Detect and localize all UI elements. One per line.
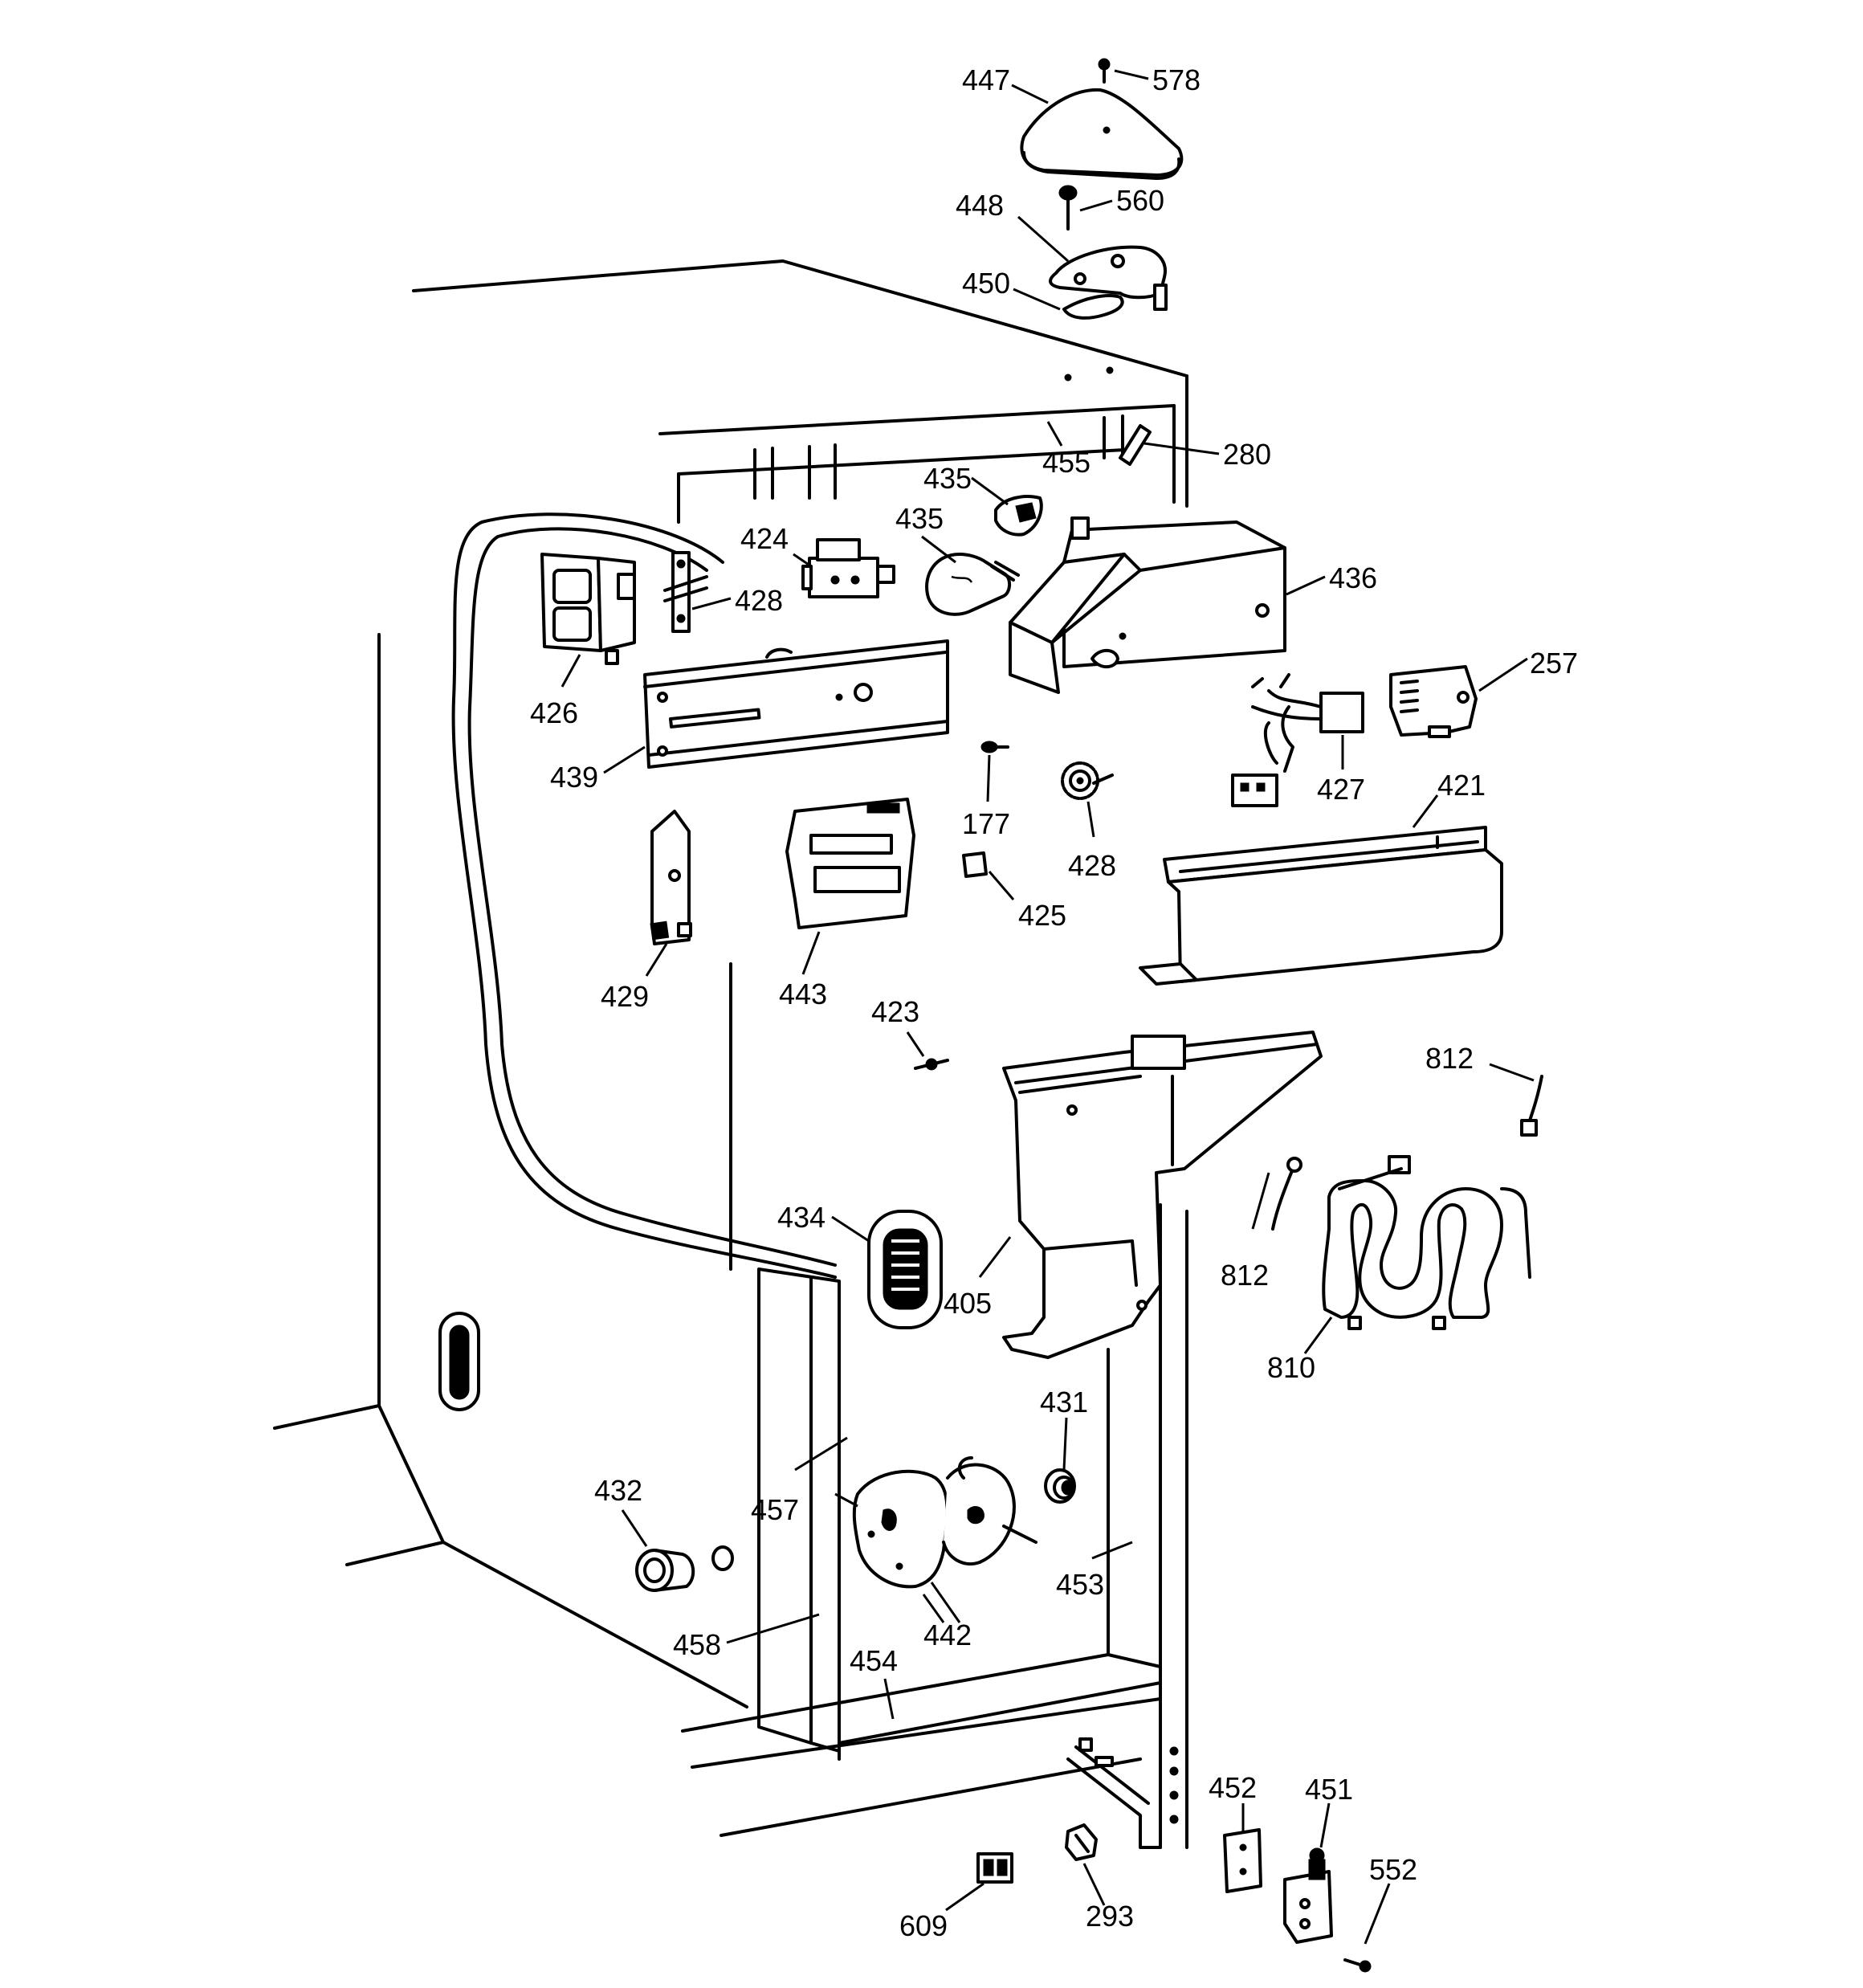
- label-810: 810: [1267, 1351, 1315, 1384]
- part-423: [914, 1058, 949, 1071]
- part-810-heater: [1322, 1155, 1531, 1330]
- label-578: 578: [1152, 63, 1201, 96]
- part-429-bracket: [650, 810, 692, 945]
- part-812-tube-a: [1520, 1075, 1543, 1137]
- cabinet-body: [273, 259, 1188, 1849]
- part-436-housing: [1009, 516, 1286, 694]
- part-443-bracket: [785, 798, 915, 929]
- part-425: [962, 851, 988, 878]
- label-443: 443: [779, 978, 827, 1010]
- part-609: [976, 1852, 1013, 1884]
- part-428-bracket: [663, 551, 708, 633]
- part-432-bushing: [635, 1545, 734, 1592]
- part-578-screw: [1098, 58, 1111, 84]
- part-405-air-duct: [1002, 1031, 1323, 1359]
- part-number-labels: 578 447 560 448 450 280 455 435 435 424 …: [530, 63, 1578, 1942]
- label-457: 457: [751, 1493, 799, 1526]
- label-280: 280: [1223, 438, 1271, 471]
- label-453: 453: [1056, 1568, 1104, 1601]
- part-421-trough: [1139, 826, 1503, 986]
- label-421: 421: [1437, 769, 1486, 802]
- label-423: 423: [871, 995, 919, 1028]
- label-812-side: 812: [1221, 1259, 1269, 1292]
- label-448: 448: [956, 189, 1004, 222]
- label-177: 177: [962, 807, 1010, 840]
- label-442: 442: [923, 1619, 972, 1651]
- label-439: 439: [550, 761, 598, 794]
- label-560: 560: [1116, 184, 1164, 217]
- label-455: 455: [1042, 446, 1090, 479]
- label-434: 434: [777, 1201, 826, 1234]
- label-432: 432: [594, 1474, 642, 1507]
- part-280: [1119, 424, 1152, 466]
- label-429: 429: [601, 980, 649, 1013]
- part-448-hinge: [1049, 245, 1168, 311]
- part-552-screw: [1343, 1958, 1372, 1973]
- part-812-tube-b: [1271, 1157, 1302, 1231]
- part-435-light-bulb: [925, 553, 1020, 616]
- label-427: 427: [1317, 773, 1365, 806]
- part-434-grille: [867, 1210, 943, 1329]
- part-293: [1065, 1823, 1098, 1861]
- part-427-wire-harness: [1231, 673, 1364, 807]
- label-405: 405: [944, 1287, 992, 1320]
- label-426: 426: [530, 696, 578, 729]
- part-450-shim: [1062, 294, 1124, 320]
- label-428-bracket: 428: [735, 584, 783, 617]
- label-428-gear: 428: [1068, 849, 1116, 882]
- label-812-top: 812: [1425, 1042, 1474, 1075]
- label-452: 452: [1209, 1771, 1257, 1804]
- label-450: 450: [962, 267, 1010, 300]
- label-257: 257: [1530, 647, 1578, 680]
- part-560-screw: [1058, 185, 1078, 231]
- label-454: 454: [850, 1644, 898, 1677]
- label-424: 424: [740, 522, 789, 555]
- label-431: 431: [1040, 1386, 1088, 1419]
- part-428-gear: [1061, 761, 1114, 800]
- label-435-socket: 435: [923, 462, 972, 495]
- part-452-plate: [1223, 1828, 1262, 1893]
- part-439-rail: [643, 639, 949, 769]
- part-451-hinge-pin: [1283, 1847, 1333, 1944]
- label-425: 425: [1018, 899, 1066, 932]
- leader-lines: [561, 69, 1535, 1945]
- label-436: 436: [1329, 561, 1377, 594]
- label-609: 609: [899, 1909, 948, 1942]
- label-447: 447: [962, 63, 1010, 96]
- part-435-light-socket: [994, 495, 1043, 537]
- part-424-switch: [801, 538, 895, 598]
- label-451: 451: [1305, 1773, 1353, 1806]
- part-431-bushing: [1044, 1468, 1076, 1504]
- part-426-switch-housing: [540, 553, 636, 665]
- part-442-damper: [852, 1456, 1037, 1589]
- part-177-screw: [980, 741, 1009, 753]
- label-552: 552: [1369, 1853, 1417, 1886]
- part-447-hinge-cover: [1020, 88, 1184, 180]
- label-458: 458: [673, 1628, 721, 1661]
- part-257-relay: [1389, 665, 1478, 738]
- label-435-bulb: 435: [895, 502, 944, 535]
- label-293: 293: [1086, 1900, 1134, 1933]
